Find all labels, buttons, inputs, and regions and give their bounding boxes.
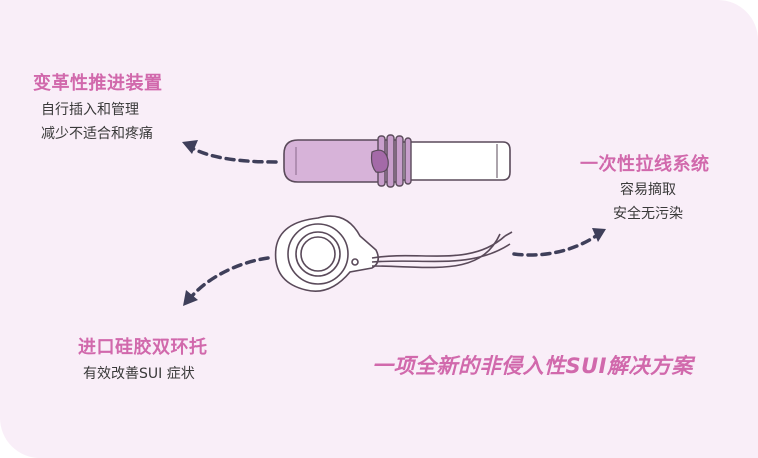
push-feature-title: 变革性推进装置 bbox=[33, 73, 163, 94]
string-feature-title: 一次性拉线系统 bbox=[580, 154, 710, 175]
applicator-device bbox=[283, 134, 511, 188]
string-feature-line: 安全无污染 bbox=[613, 206, 683, 222]
ring-feature-line: 有效改善SUI 症状 bbox=[83, 366, 195, 382]
arrow-to-string-feature bbox=[512, 228, 606, 257]
tagline: 一项全新的非侵入性SUI解决方案 bbox=[372, 354, 693, 378]
push-feature-line: 自行插入和管理 bbox=[41, 102, 139, 118]
push-feature-desc: 自行插入和管理 减少不适合和疼痛 bbox=[41, 98, 153, 146]
push-feature-line: 减少不适合和疼痛 bbox=[41, 126, 153, 142]
arrow-to-push-feature bbox=[182, 140, 278, 164]
arrow-to-ring-feature bbox=[183, 256, 270, 306]
string-feature-line: 容易摘取 bbox=[620, 182, 676, 198]
ring-feature-desc: 有效改善SUI 症状 bbox=[83, 362, 195, 386]
ring-feature-title: 进口硅胶双环托 bbox=[78, 337, 208, 358]
silicone-double-ring bbox=[274, 215, 513, 292]
string-feature-desc: 容易摘取 安全无污染 bbox=[606, 178, 690, 226]
